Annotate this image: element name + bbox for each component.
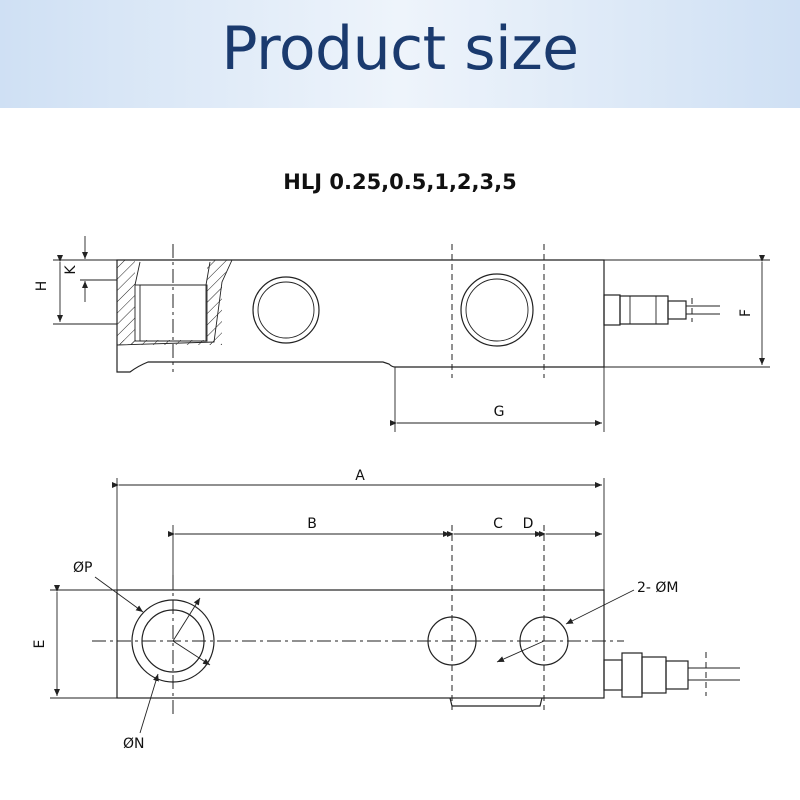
dim-a-label: A: [355, 468, 365, 484]
side-connector: [603, 294, 720, 326]
top-connector: [603, 652, 740, 698]
hole-n: [141, 609, 205, 673]
dim-d-label: D: [523, 516, 534, 532]
header-banner: Product size: [0, 0, 800, 108]
side-hole-left: [252, 276, 320, 344]
dim-h-label: H: [34, 281, 50, 292]
dim-c-label: C: [493, 516, 503, 532]
dim-b-label: B: [307, 516, 317, 532]
side-hole-right: [460, 273, 534, 347]
side-view: H K F G: [34, 236, 770, 432]
top-view: A B C D E ØP ØN 2- ØM: [32, 468, 740, 752]
page-title: Product size: [221, 14, 579, 84]
dim-e-label: E: [32, 640, 48, 649]
hole-p: [131, 599, 215, 683]
model-title: HLJ 0.25,0.5,1,2,3,5: [283, 170, 517, 194]
top-body-outline: [116, 589, 605, 699]
side-body-outline: [116, 259, 605, 373]
dim-m-label: 2- ØM: [637, 580, 679, 596]
dim-f-label: F: [738, 309, 754, 317]
dim-p-label: ØP: [73, 560, 92, 576]
dim-k-label: K: [63, 265, 79, 275]
dim-g-label: G: [494, 404, 505, 420]
dim-n-label: ØN: [123, 736, 145, 752]
